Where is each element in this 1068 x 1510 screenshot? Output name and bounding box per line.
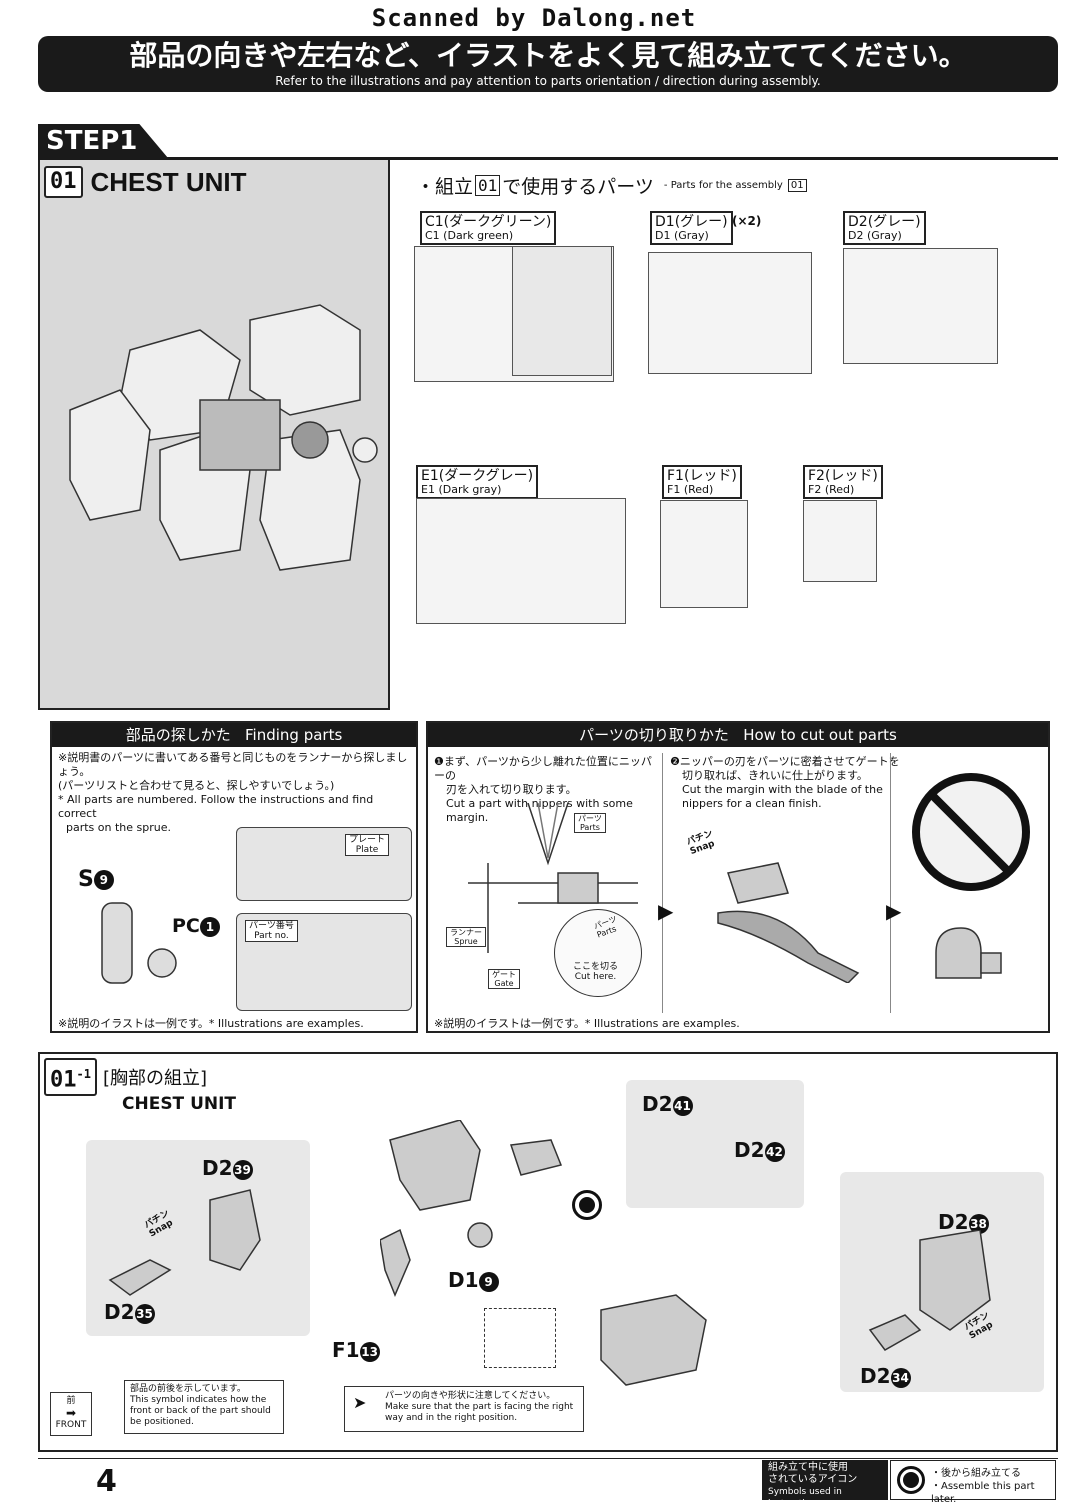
runner-label-c1: C1(ダークグリーン)C1 (Dark green) xyxy=(420,211,557,245)
section-011-number: 01-1 xyxy=(44,1058,97,1097)
assemble-later-text: ・後から組み立てる ・Assemble this part later. xyxy=(931,1468,1035,1505)
prohibited-icon xyxy=(912,773,1030,891)
front-icon: 前 ➡ FRONT xyxy=(50,1392,92,1436)
cutting-parts-footer: ※説明のイラストは一例です。* Illustrations are exampl… xyxy=(434,1017,740,1030)
arrow-step-2: ▶ xyxy=(886,899,902,923)
cut-step-1: ❶まず、パーツから少し離れた位置にニッパーの刃を入れて切り取ります。Cut a … xyxy=(434,755,652,824)
orientation-note: ➤ パーツの向きや形状に注意してください。 Make sure that the… xyxy=(344,1386,584,1432)
main-chest-illustration xyxy=(380,1120,493,1297)
cut-divider-1 xyxy=(662,753,663,1013)
section-011-title-jp: [胸部の組立] xyxy=(102,1068,207,1090)
section-01-title-text: CHEST UNIT xyxy=(90,166,247,197)
right-parts-illustration xyxy=(868,1230,991,1351)
section-01-title: 01 CHEST UNIT xyxy=(44,166,247,198)
assemble-later-icon xyxy=(897,1466,925,1494)
section-01-number: 01 xyxy=(44,166,83,198)
banner-en: Refer to the illustrations and pay atten… xyxy=(275,74,821,88)
nipper-illustration-1 xyxy=(468,803,638,953)
parts-heading-en-num: 01 xyxy=(787,179,807,192)
finding-parts-header: 部品の探しかた Finding parts xyxy=(52,723,416,747)
chest-front-part xyxy=(600,1294,707,1386)
footer-rule xyxy=(38,1458,1058,1459)
orientation-icon: ➤ xyxy=(353,1393,367,1412)
chest-unit-panel: 01 CHEST UNIT xyxy=(38,160,390,710)
icons-legend-title: 組み立て中に使用 されているアイコン Symbols used in instr… xyxy=(762,1460,888,1509)
runner-label-e1: E1(ダークグレー)E1 (Dark gray) xyxy=(416,465,539,499)
step-tab: STEP1 xyxy=(38,124,168,158)
runner-c1-b xyxy=(512,246,612,376)
finding-parts-footer: ※説明のイラストは一例です。* Illustrations are exampl… xyxy=(58,1017,364,1030)
assemble-later-marker xyxy=(572,1190,602,1220)
runner-d1 xyxy=(648,252,812,374)
sub-assembly-left xyxy=(86,1140,310,1336)
parts-heading-en: - Parts for the assembly xyxy=(663,180,783,191)
top-part-illustration xyxy=(509,1139,563,1176)
runner-f2 xyxy=(803,500,877,582)
front-note: 部品の前後を示しています。 This symbol indicates how … xyxy=(124,1380,284,1434)
chest-unit-illustration xyxy=(69,304,378,571)
assemble-later-legend: ・後から組み立てる ・Assemble this part later. xyxy=(890,1460,1056,1505)
finding-part-illustration xyxy=(101,902,177,984)
clean-part-illustration xyxy=(935,927,1002,979)
runner-label-d1: D1(グレー)D1 (Gray) xyxy=(650,211,733,245)
cutting-parts-header: パーツの切り取りかた How to cut out parts xyxy=(428,723,1048,747)
cut-step-2: ❷ニッパーの刃をパーツに密着させてゲートを切り取れば、きれいに仕上がります。Cu… xyxy=(670,755,900,810)
runner-label-f1: F1(レッド)F1 (Red) xyxy=(662,465,742,499)
parts-heading: ・組立 01 で使用するパーツ - Parts for the assembly… xyxy=(416,172,807,199)
header-banner: 部品の向きや左右など、イラストをよく見て組み立ててください。 Refer to … xyxy=(38,36,1058,92)
scan-credit: Scanned by Dalong.net xyxy=(371,4,697,32)
finding-parts-note: ※説明書のパーツに書いてある番号と同じものをランナーから探しましょう。 (パーツ… xyxy=(58,751,408,834)
runner-f1 xyxy=(660,500,748,608)
nipper-illustration-2 xyxy=(717,862,860,983)
section-011-panel xyxy=(38,1054,1058,1452)
runner-d2 xyxy=(843,248,998,364)
d1-9-detail-box xyxy=(484,1308,556,1368)
page-number: 4 xyxy=(96,1464,117,1499)
runner-label-f2: F2(レッド)F2 (Red) xyxy=(803,465,883,499)
left-parts-illustration xyxy=(108,1189,261,1296)
banner-jp: 部品の向きや左右など、イラストをよく見て組み立ててください。 xyxy=(129,39,967,72)
finding-parts-panel: 部品の探しかた Finding parts ※説明書のパーツに書いてある番号と同… xyxy=(50,721,418,1033)
cut-divider-2 xyxy=(890,753,891,1013)
runner-e1 xyxy=(416,498,626,624)
section-011-title-en: CHEST UNIT xyxy=(122,1094,237,1114)
section-011-rule xyxy=(38,1052,1058,1054)
cutting-parts-panel: パーツの切り取りかた How to cut out parts ❶まず、パーツか… xyxy=(426,721,1050,1033)
arrow-step-1: ▶ xyxy=(658,899,674,923)
runner-label-d2: D2(グレー)D2 (Gray) xyxy=(843,211,926,245)
section-011-title: 01-1 [胸部の組立] xyxy=(44,1058,207,1097)
parts-heading-jp2: で使用するパーツ xyxy=(502,176,654,198)
step-rule xyxy=(38,157,1058,160)
parts-heading-jp: ・組立 xyxy=(416,176,474,198)
runner-d1-multiplier: (×2) xyxy=(732,214,762,228)
parts-heading-num: 01 xyxy=(475,175,501,196)
